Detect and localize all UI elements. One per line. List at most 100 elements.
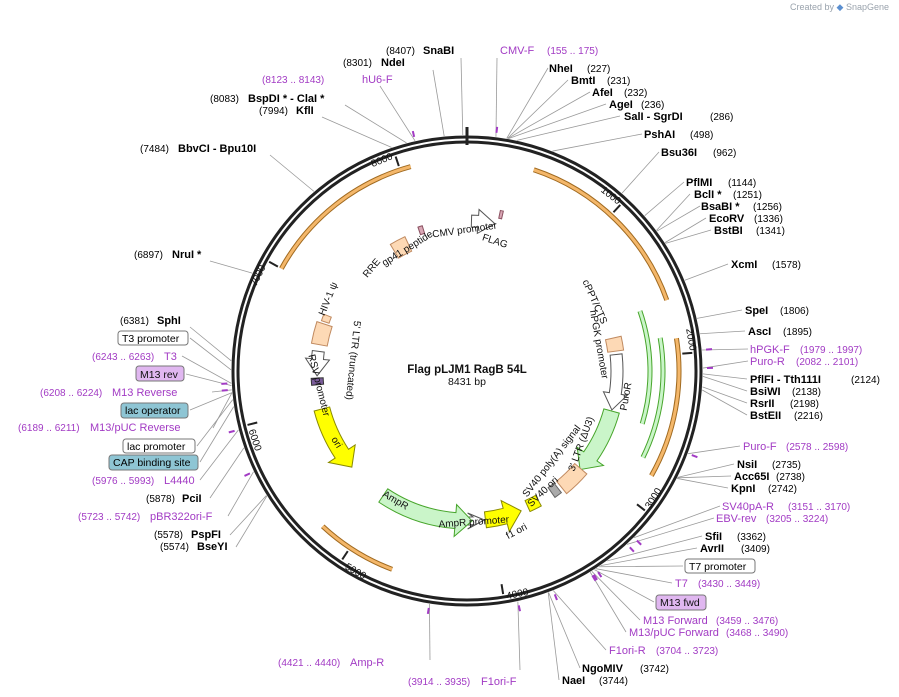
site-pflmi[interactable]: PflMI(1144) — [686, 177, 756, 189]
feature-label-ori: ori — [329, 435, 344, 450]
site-nhei[interactable]: NheI(227) — [549, 63, 610, 75]
site-ticks — [221, 126, 713, 615]
cmv-promoter-arrow — [470, 208, 496, 235]
orf-arc-2 — [650, 338, 681, 477]
primer-l4440[interactable]: (5976 .. 5993)L4440 — [92, 475, 195, 487]
primer-range: (3704 .. 3723) — [656, 646, 718, 657]
site-acc65i[interactable]: Acc65I(2738) — [734, 471, 805, 483]
primer-sv40pa-r[interactable]: SV40pA-R(3151 .. 3170) — [722, 501, 850, 513]
primer-m13-reverse[interactable]: (6208 .. 6224)M13 Reverse — [40, 387, 177, 399]
site-ecorv[interactable]: EcoRV(1336) — [709, 213, 783, 225]
site-spei[interactable]: SpeI(1806) — [745, 305, 809, 317]
green-arc-2 — [638, 310, 652, 425]
ampr-promoter-arrow — [467, 512, 486, 530]
feature-t7-promoter[interactable]: T7 promoter — [684, 558, 756, 574]
primer-m13-rev[interactable]: M13 rev — [135, 365, 185, 382]
site-rsrii[interactable]: RsrII(2198) — [750, 398, 819, 410]
site-bcli[interactable]: BclI *(1251) — [694, 189, 762, 201]
site-name: BclI * — [694, 189, 722, 201]
leader-line — [687, 445, 741, 455]
primer-f1ori-r[interactable]: F1ori-R(3704 .. 3723) — [609, 645, 718, 657]
primer-m13-puc-forward[interactable]: M13/pUC Forward(3468 .. 3490) — [629, 627, 788, 639]
site-pspfi[interactable]: (5578)PspFI — [154, 529, 221, 541]
primer-tick — [629, 546, 635, 553]
feature-lac-operator[interactable]: lac operator — [120, 402, 189, 419]
site-ndei[interactable]: (8301)NdeI — [343, 57, 405, 69]
feature-cap-binding-site[interactable]: CAP binding site — [108, 454, 199, 471]
site-sfii[interactable]: SfiI(3362) — [705, 531, 766, 543]
primer-hu6-f[interactable]: (8123 .. 8143)hU6-F — [262, 74, 393, 86]
primer-m13-fwd[interactable]: M13 fwd — [655, 594, 707, 611]
site-pos: (232) — [624, 88, 647, 99]
primer-t3[interactable]: (6243 .. 6263)T3 — [92, 351, 177, 363]
site-name: BsiWI — [750, 386, 781, 398]
primer-tick — [495, 126, 499, 133]
site-bsiwi[interactable]: BsiWI(2138) — [750, 386, 821, 398]
site-asci[interactable]: AscI(1895) — [748, 326, 812, 338]
leader-line — [199, 406, 235, 463]
primer-puro-r[interactable]: Puro-R(2082 .. 2101) — [750, 356, 858, 368]
site-snabi[interactable]: (8407)SnaBI — [386, 45, 454, 57]
feature-lac-promoter[interactable]: lac promoter — [122, 438, 196, 454]
site-xcmi[interactable]: XcmI(1578) — [731, 259, 801, 271]
site-sphi[interactable]: (6381)SphI — [120, 315, 181, 327]
leader-line — [591, 571, 641, 621]
site-kpni[interactable]: KpnI(2742) — [731, 483, 797, 495]
primer-f1ori-f[interactable]: (3914 .. 3935)F1ori-F — [408, 676, 517, 688]
site-agei[interactable]: AgeI(236) — [609, 99, 664, 111]
site-bbvci[interactable]: (7484)BbvCI - Bpu10I — [140, 143, 256, 155]
primer-hpgk-f[interactable]: hPGK-F(1979 .. 1997) — [750, 344, 862, 356]
site-naei[interactable]: NaeI(3744) — [562, 675, 628, 687]
primer-t7[interactable]: T7(3430 .. 3449) — [675, 578, 760, 590]
leader-line — [379, 85, 416, 142]
leader-line — [684, 263, 729, 281]
site-bsabi[interactable]: BsaBI *(1256) — [701, 201, 782, 213]
primer-puro-f[interactable]: Puro-F(2578 .. 2598) — [743, 441, 848, 453]
site-ngomiv[interactable]: NgoMIV(3742) — [582, 663, 669, 675]
f1ori-arrow — [483, 499, 522, 533]
site-afei[interactable]: AfeI (232) — [592, 87, 647, 99]
site-name: AfeI — [592, 87, 613, 99]
leader-line — [432, 69, 445, 137]
site-name: BmtI — [571, 75, 595, 87]
site-name: SfiI — [705, 531, 722, 543]
leader-line — [700, 330, 746, 335]
credit-brand: SnapGene — [845, 2, 889, 12]
site-bsteii[interactable]: BstEII(2216) — [750, 410, 823, 422]
primer-range: (5723 .. 5742) — [78, 512, 140, 523]
primer-pbr322ori-f[interactable]: (5723 .. 5742)pBR322ori-F — [78, 511, 213, 523]
primer-range: (6189 .. 6211) — [18, 423, 80, 434]
leader-line — [677, 478, 729, 489]
site-kfli[interactable]: (7994)KflI — [259, 105, 314, 117]
ruler-tick — [268, 260, 279, 268]
primer-range: (4421 .. 4440) — [278, 658, 340, 669]
leader-line — [517, 601, 521, 671]
primer-ebv-rev[interactable]: EBV-rev(3205 .. 3224) — [716, 513, 828, 525]
site-pflfi-tth111i[interactable]: PflFI - Tth111I(2124) — [750, 374, 880, 386]
primer-cmv-f[interactable]: CMV-F(155 .. 175) — [500, 45, 598, 57]
site-pcii[interactable]: (5878)PciI — [146, 493, 202, 505]
site-pshai[interactable]: PshAI(498) — [644, 129, 713, 141]
site-nrui[interactable]: (6897)NruI * — [134, 249, 202, 261]
primer-range: (6208 .. 6224) — [40, 388, 102, 399]
primer-amp-r[interactable]: (4421 .. 4440)Amp-R — [278, 657, 384, 669]
site-bstbi[interactable]: BstBI(1341) — [714, 225, 785, 237]
leader-line — [644, 181, 685, 217]
site-bseyi[interactable]: (5574)BseYI — [160, 541, 228, 553]
feature-box — [108, 454, 199, 471]
leader-line — [189, 337, 232, 371]
ruler-tick — [341, 550, 349, 561]
leader-line — [189, 326, 232, 362]
site-avrii[interactable]: AvrII(3409) — [700, 543, 770, 555]
site-bspdi-clai[interactable]: (8083)BspDI * - ClaI * — [210, 93, 325, 105]
primer-m13-forward[interactable]: M13 Forward(3459 .. 3476) — [643, 615, 778, 627]
primer-m13-puc-reverse[interactable]: (6189 .. 6211)M13/pUC Reverse — [18, 422, 180, 434]
feature-t3-promoter[interactable]: T3 promoter — [117, 330, 189, 346]
site-bmti[interactable]: BmtI(231) — [571, 75, 630, 87]
site-sali-sgrdi[interactable]: SalI - SgrDI(286) — [624, 111, 733, 123]
leader-line — [429, 603, 431, 661]
leader-line — [702, 386, 748, 404]
site-nsii[interactable]: NsiI(2735) — [737, 459, 801, 471]
site-bsu36i[interactable]: Bsu36I(962) — [661, 147, 736, 159]
